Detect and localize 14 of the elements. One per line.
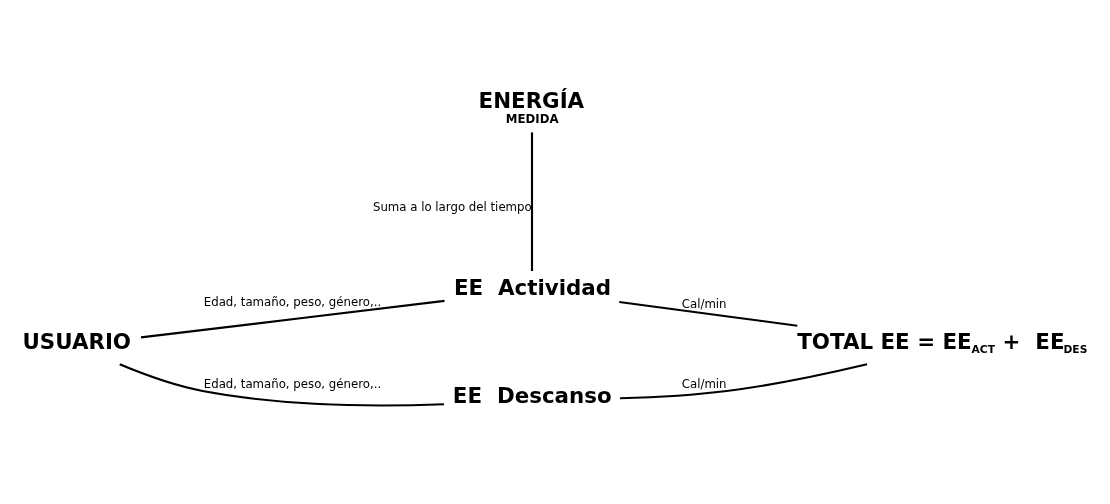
node-text: EE Descanso: [452, 382, 612, 408]
node-text: EE Actividad: [453, 274, 612, 300]
connector: [619, 300, 798, 327]
connector: [119, 362, 445, 406]
edge-label: Edad, tamaño, peso, género,..: [203, 294, 382, 309]
connector: [140, 299, 445, 338]
edge-label: Cal/min: [681, 296, 727, 311]
edge-label: Edad, tamaño, peso, género,..: [203, 376, 382, 391]
edge-label: Suma a lo largo del tiempo: [372, 199, 532, 214]
connector: [530, 131, 534, 271]
node-text: USUARIO: [22, 328, 132, 354]
node-text: ENERGÍA MEDIDA: [478, 87, 585, 126]
edge-label: Cal/min: [681, 376, 727, 391]
connector: [620, 362, 868, 399]
